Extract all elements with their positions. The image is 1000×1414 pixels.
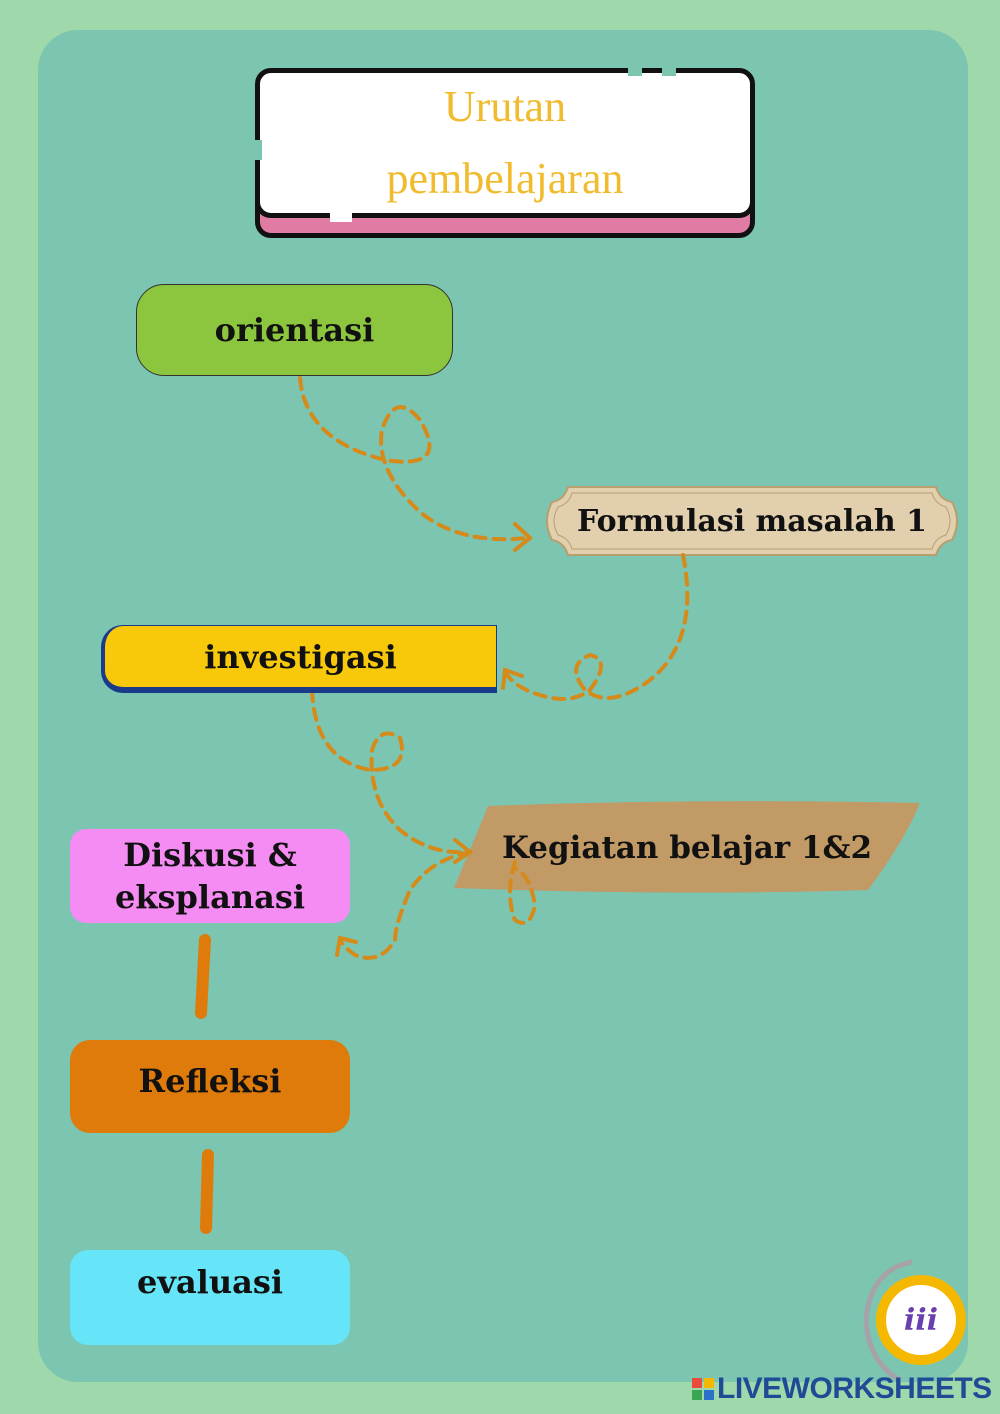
- formulasi-shape: [546, 486, 958, 556]
- step-orientasi: orientasi: [136, 284, 453, 376]
- badge-ring: [863, 1259, 913, 1383]
- kegiatan-loop: [508, 860, 538, 925]
- line-refleksi-evaluasi: [200, 1149, 214, 1234]
- step-diskusi: Diskusi & eksplanasi: [70, 829, 350, 923]
- background-panel: [38, 30, 968, 1382]
- arrowhead-formulasi: [513, 522, 534, 552]
- step-evaluasi-label: evaluasi: [136, 1262, 283, 1301]
- kegiatan-brush-shape: [454, 801, 920, 893]
- step-refleksi-label: Refleksi: [138, 1061, 282, 1100]
- badge-text: iii: [903, 1302, 939, 1338]
- step-diskusi-line-1: Diskusi &: [123, 836, 297, 874]
- brand-logo: LIVEWORKSHEETS: [692, 1372, 992, 1405]
- step-formulasi: Formulasi masalah 1: [552, 488, 952, 554]
- arrowhead-diskusi: [335, 935, 358, 957]
- liveworksheets-badge-icon: iii: [876, 1275, 966, 1365]
- step-formulasi-label: Formulasi masalah 1: [576, 503, 928, 539]
- arrowhead-kegiatan: [453, 838, 474, 864]
- step-diskusi-label: Diskusi & eksplanasi: [115, 834, 305, 918]
- title-border-gaps: [250, 64, 676, 222]
- step-orientasi-label: orientasi: [214, 311, 375, 349]
- title-line-2: pembelajaran: [386, 154, 624, 203]
- step-investigasi-label: investigasi: [204, 637, 397, 676]
- title-box: Urutan pembelajaran: [255, 68, 755, 218]
- page-title: Urutan pembelajaran: [387, 71, 624, 215]
- arrowhead-investigasi: [501, 667, 524, 690]
- arrow-formulasi-investigasi: [503, 553, 690, 701]
- arrow-investigasi-kegiatan: [310, 688, 472, 855]
- step-diskusi-line-2: eksplanasi: [115, 878, 305, 916]
- step-investigasi: investigasi: [101, 625, 497, 693]
- step-refleksi: Refleksi: [70, 1040, 350, 1133]
- step-kegiatan: Kegiatan belajar 1&2: [452, 802, 922, 894]
- arrow-kegiatan-diskusi: [338, 850, 472, 960]
- brand-text: LIVEWORKSHEETS: [717, 1372, 992, 1405]
- brand-blocks-icon: [692, 1378, 714, 1400]
- line-diskusi-refleksi: [195, 934, 211, 1019]
- step-evaluasi: evaluasi: [70, 1250, 350, 1345]
- step-kegiatan-label: Kegiatan belajar 1&2: [501, 830, 873, 866]
- title-line-1: Urutan: [443, 82, 567, 131]
- arrow-orientasi-formulasi: [298, 376, 530, 542]
